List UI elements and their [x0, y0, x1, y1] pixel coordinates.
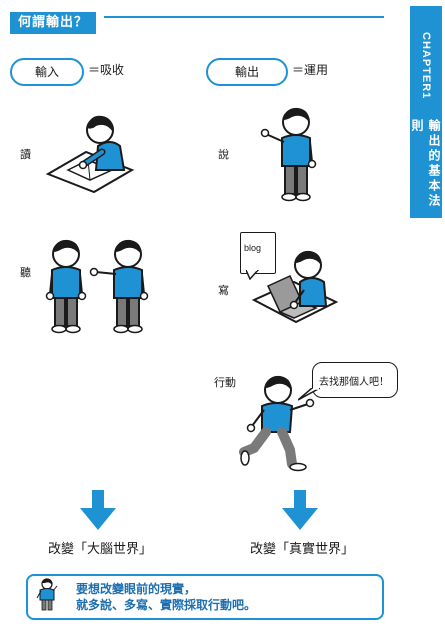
speech-bubble-text: 去找那個人吧！: [319, 377, 389, 388]
chapter-label: CHAPTER1: [420, 32, 432, 100]
summary-box: [26, 574, 384, 620]
input-meaning: ＝吸收: [88, 63, 125, 77]
heading-rule: [104, 16, 384, 18]
running-person-icon: [239, 375, 315, 472]
summary-line-1: 要想改變眼前的現實，: [76, 582, 197, 596]
input-oval: 輸入: [10, 58, 84, 86]
section-heading: 何謂輸出？: [10, 12, 97, 34]
action-label-act: 行動: [214, 376, 236, 389]
listening-people-icon: [45, 239, 149, 334]
output-result: 改變「真實世界」: [250, 542, 355, 557]
speaking-person-icon: [260, 107, 317, 202]
chapter-tab: CHAPTER1 輸出的基本法則: [410, 6, 442, 218]
output-oval-label: 輸出: [234, 65, 259, 79]
summary-line-2: 就多說、多寫、實際採取行動吧。: [76, 598, 257, 612]
down-arrow-icon: [282, 490, 318, 530]
input-oval-label: 輸入: [34, 65, 59, 79]
reading-person-icon: [45, 115, 135, 194]
blog-sign-tail: [246, 270, 260, 280]
summary-text: 要想改變眼前的現實， 就多說、多寫、實際採取行動吧。: [76, 581, 256, 613]
person-icon: [36, 578, 58, 611]
chapter-title: 輸出的基本法則: [410, 119, 441, 210]
output-meaning: ＝運用: [292, 63, 329, 77]
writing-person-icon: [251, 250, 339, 324]
blog-sign: [240, 232, 276, 274]
input-result: 改變「大腦世界」: [48, 542, 153, 557]
action-label-write: 寫: [218, 284, 229, 297]
blog-label: blog: [244, 243, 262, 253]
speech-bubble: [312, 362, 398, 398]
action-label-listen: 聽: [20, 266, 31, 279]
action-label-read: 讀: [20, 148, 31, 161]
output-oval: 輸出: [206, 58, 288, 86]
speech-bubble-tail: [298, 388, 320, 401]
down-arrow-icon: [80, 490, 116, 530]
action-label-say: 說: [218, 148, 229, 161]
